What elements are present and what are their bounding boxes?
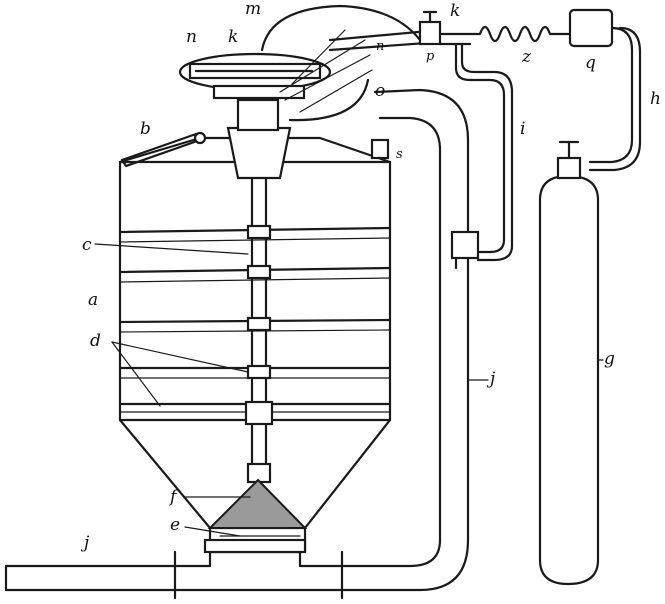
label-b: b [140,119,151,139]
label-m: m [245,0,261,19]
label-leaders [94,243,604,537]
nozzle-valve [418,10,442,46]
label-k-top: k [450,1,460,21]
label-d: d [90,331,101,351]
label-h: h [650,89,661,109]
label-n: n [186,27,197,47]
gas-cylinder [538,140,600,586]
label-j-left: j [80,533,90,553]
label-p: p [426,49,435,64]
label-i: i [520,119,525,139]
label-o: o [375,81,385,101]
label-g: g [604,349,615,369]
label-z: z [521,47,532,67]
label-a: a [88,290,98,310]
regulator-box [568,8,642,172]
label-c: c [82,235,92,255]
filter-cone [207,478,308,537]
outlet-e [203,538,307,554]
heating-coil [438,25,572,46]
return-pipe [373,88,470,542]
pipe-i [450,42,514,270]
label-k-left: k [228,27,238,47]
label-f: f [168,487,179,507]
drive-head [178,52,332,132]
label-s: s [396,147,403,162]
label-q: q [585,53,596,73]
label-n2: n [376,39,384,54]
label-e: e [170,515,180,535]
turbine-housing [260,4,442,122]
lid-lever [120,131,207,168]
label-j-right: j [486,369,496,389]
